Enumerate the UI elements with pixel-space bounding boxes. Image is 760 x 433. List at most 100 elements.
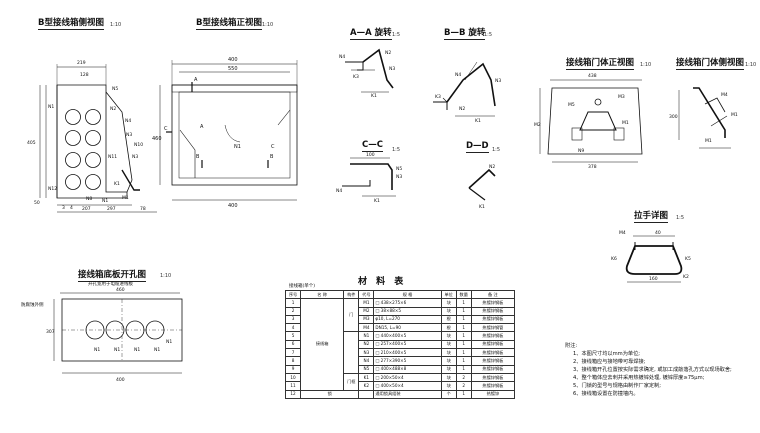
bottom-side-label: 防腐蚀外侧 bbox=[21, 303, 44, 308]
bb-dim: K3 bbox=[435, 94, 441, 100]
door-side-drawing: 300 M4 M1 M1 bbox=[669, 87, 738, 149]
handle-title: 拉手详图 bbox=[634, 211, 669, 223]
header-cell: 备 注 bbox=[470, 289, 516, 300]
cell: 根 bbox=[440, 314, 457, 325]
cell: 11 bbox=[284, 381, 302, 391]
cell: N3 bbox=[358, 348, 375, 358]
cc-dim: N3 bbox=[396, 174, 402, 180]
cell: 12 bbox=[284, 389, 302, 399]
cell: 块 bbox=[440, 356, 457, 366]
cell: 1 bbox=[455, 306, 472, 316]
bottom-view-scale: 1:10 bbox=[160, 273, 172, 279]
cell: 块 bbox=[440, 364, 457, 374]
front-dim: N1 bbox=[234, 144, 241, 150]
table-row: 1 接线箱 门 M1 □ 438×275×6 块 1 热镀锌钢板 bbox=[284, 298, 516, 391]
dd-section-drawing: N2 K1 bbox=[468, 164, 496, 210]
door-front-dim: 378 bbox=[588, 164, 597, 168]
front-dim: A bbox=[200, 124, 204, 130]
bottom-dim: N1 bbox=[94, 347, 100, 353]
cell: □ 438×275×6 bbox=[373, 298, 442, 308]
bb-dim: N2 bbox=[459, 106, 465, 112]
side-box-slope bbox=[105, 91, 133, 193]
bottom-view-subtitle: 开孔宽用于电缆进线板 bbox=[88, 282, 133, 287]
door-front-dim: M3 bbox=[618, 94, 625, 100]
cell: 热镀锌钢板 bbox=[470, 306, 516, 316]
cell: 6 bbox=[284, 339, 302, 350]
side-view-scale: 1:10 bbox=[110, 22, 122, 28]
header-cell: 名 称 bbox=[300, 289, 345, 300]
cell: 1 bbox=[455, 356, 472, 366]
cell: □ 38×88×5 bbox=[373, 306, 442, 316]
cc-dim: 100 bbox=[366, 152, 375, 158]
side-dim: 297 bbox=[107, 206, 116, 212]
side-hole bbox=[85, 174, 101, 190]
notes-heading: 附注: bbox=[565, 343, 578, 349]
door-front-dim: M2 bbox=[534, 122, 541, 128]
side-dim: 3 bbox=[62, 205, 65, 211]
note-item: 3、接线箱开孔位置按实际需求确定, 或加工成敲落孔方式以现场取舍; bbox=[573, 367, 732, 373]
bottom-dim: N1 bbox=[134, 347, 140, 353]
aa-section-drawing: N4 K3 N2 N3 K1 bbox=[339, 48, 395, 99]
handle-dim: K5 bbox=[685, 256, 691, 262]
door-side-title: 接线箱门体侧视图 bbox=[676, 58, 745, 70]
cell-name: 接线箱 bbox=[300, 298, 345, 391]
cc-view-scale: 1:5 bbox=[392, 147, 401, 153]
bottom-hole bbox=[125, 320, 145, 340]
side-dim: N11 bbox=[108, 154, 117, 160]
side-dim: 219 bbox=[77, 60, 86, 66]
side-hole bbox=[85, 152, 101, 168]
cell: 1 bbox=[455, 331, 472, 341]
cell: 2 bbox=[284, 306, 302, 316]
cell: □ 400×50×4 bbox=[373, 381, 442, 391]
dd-view-title: D—D bbox=[466, 141, 489, 153]
cell: 热镀锌钢管 bbox=[470, 323, 516, 333]
front-dim: B bbox=[270, 154, 274, 160]
cell: N4 bbox=[358, 356, 375, 366]
cell: 1 bbox=[455, 298, 472, 308]
cell: 个 bbox=[440, 389, 457, 399]
aa-dim: N2 bbox=[385, 50, 391, 56]
front-dim: 400 bbox=[228, 203, 238, 209]
cell: 块 bbox=[440, 298, 457, 308]
cell: N1 bbox=[358, 331, 375, 341]
front-box-outline bbox=[171, 84, 298, 186]
bottom-dim: N1 bbox=[166, 339, 172, 345]
front-view-title: B型接线箱正视图 bbox=[196, 18, 262, 30]
cell: N5 bbox=[358, 364, 375, 374]
bb-dim: N3 bbox=[495, 78, 501, 84]
bottom-dim: 307 bbox=[46, 329, 55, 335]
bottom-plate-drawing: 460 307 N1 N1 N1 N1 N1 400 bbox=[46, 287, 183, 383]
bb-dim: K1 bbox=[475, 118, 481, 124]
cc-dim: K1 bbox=[374, 198, 380, 204]
dd-dim: K1 bbox=[479, 204, 485, 210]
cell: M2 bbox=[358, 306, 375, 316]
cell: 热镀锌钢板 bbox=[470, 372, 516, 383]
cell: 块 bbox=[440, 348, 457, 358]
bottom-dim: N1 bbox=[114, 347, 120, 353]
side-dim: 78 bbox=[140, 206, 146, 212]
handle-loop bbox=[625, 245, 683, 275]
bb-view-scale: 1:5 bbox=[484, 32, 493, 38]
cell: □ 257×400×5 bbox=[373, 339, 442, 350]
door-side-dim: 300 bbox=[669, 114, 678, 120]
aa-dim: K3 bbox=[353, 74, 359, 80]
front-dim: C bbox=[164, 126, 168, 132]
cell: 根 bbox=[440, 323, 457, 333]
cell: □ 200×50×4 bbox=[373, 372, 442, 383]
side-hole bbox=[85, 109, 101, 125]
cell: K2 bbox=[358, 381, 375, 391]
side-dim: N4 bbox=[125, 118, 131, 124]
side-dim: N1 bbox=[102, 198, 108, 204]
front-dim: A bbox=[194, 77, 198, 83]
table-row: 7 N3 □ 210×400×5 块 1 热镀锌钢板 bbox=[284, 348, 516, 358]
side-dim: M1 bbox=[122, 195, 129, 201]
aa-dim: N3 bbox=[389, 66, 395, 72]
cell: 1 bbox=[455, 339, 472, 350]
header-cell: 数量 bbox=[455, 289, 472, 300]
door-front-dim: M5 bbox=[568, 102, 575, 108]
door-front-scale: 1:10 bbox=[640, 62, 652, 68]
bb-view-title: B—B 旋转 bbox=[444, 28, 486, 40]
note-item: 1、本图尺寸均以mm为单位; bbox=[573, 351, 641, 357]
front-dim: 400 bbox=[228, 57, 238, 63]
cell: 1 bbox=[455, 389, 472, 399]
